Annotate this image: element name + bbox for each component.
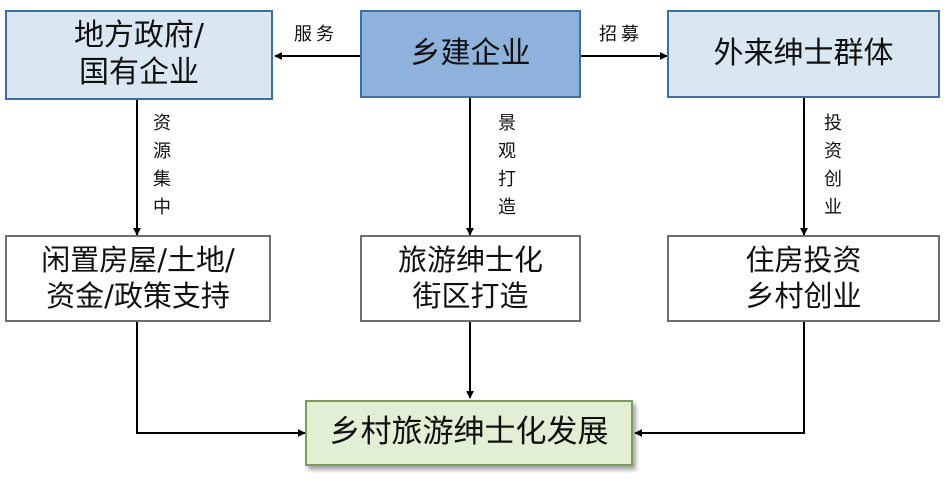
arrow-resources-to-development — [136, 322, 306, 437]
local-government-box: 地方政府/ 国有企业 — [5, 10, 273, 100]
housing-invest-line-1: 住房投资 — [745, 243, 862, 278]
housing-invest-box: 住房投资 乡村创业 — [667, 235, 940, 322]
gentry-group-box: 外来绅士群体 — [667, 10, 940, 98]
local-government-line-1: 地方政府/ — [73, 18, 205, 54]
resources-line-2: 资金/政策支持 — [46, 278, 230, 313]
tourism-block-box: 旅游绅士化 街区打造 — [360, 235, 581, 322]
tourism-block-line-1: 旅游绅士化 — [397, 243, 543, 278]
tourism-block-line-2: 街区打造 — [412, 278, 529, 313]
edge-label-landscape-building: 景 观 打 造 — [498, 113, 516, 218]
edge-label-recruit: 招募 — [599, 24, 643, 45]
local-government-line-2: 国有企业 — [79, 55, 199, 90]
rural-tourism-development-label: 乡村旅游绅士化发展 — [329, 414, 609, 451]
edge-label-serve: 服务 — [294, 24, 338, 45]
rural-tourism-development-box: 乡村旅游绅士化发展 — [305, 400, 633, 466]
rural-enterprise-box: 乡建企业 — [360, 10, 581, 98]
arrow-housing-to-development — [634, 322, 805, 437]
housing-invest-line-2: 乡村创业 — [745, 278, 862, 313]
edge-label-invest-startup: 投 资 创 业 — [824, 113, 842, 218]
edge-label-resource-concentration: 资 源 集 中 — [153, 113, 171, 218]
resources-box: 闲置房屋/土地/ 资金/政策支持 — [5, 235, 271, 322]
resources-line-1: 闲置房屋/土地/ — [41, 243, 235, 278]
gentry-group-label: 外来绅士群体 — [713, 35, 894, 71]
rural-enterprise-label: 乡建企业 — [410, 35, 531, 71]
